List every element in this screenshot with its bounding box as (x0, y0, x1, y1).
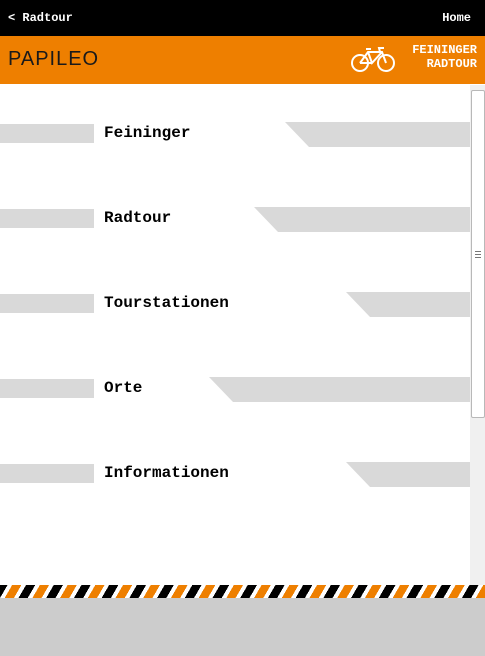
menu-bar-left (0, 464, 94, 483)
bicycle-icon (351, 47, 395, 72)
menu-bar-right (254, 207, 470, 232)
main-menu: Feininger Radtour Tourstationen Orte Inf… (0, 85, 470, 585)
menu-bar-left (0, 124, 94, 143)
menu-item-label: Informationen (104, 464, 229, 482)
tagline-line-2: RADTOUR (426, 57, 477, 71)
menu-bar-right (209, 377, 470, 402)
menu-bar-left (0, 379, 94, 398)
menu-item-informationen[interactable]: Informationen (0, 462, 470, 488)
tagline-line-1: FEININGER (412, 43, 477, 57)
vertical-scrollbar[interactable] (470, 85, 485, 585)
menu-item-label: Feininger (104, 124, 191, 142)
footer (0, 598, 485, 656)
back-link[interactable]: < Radtour (8, 11, 73, 25)
menu-item-radtour[interactable]: Radtour (0, 207, 470, 233)
brand-header: PAPILEO FEININGER RADTOUR (0, 36, 485, 84)
menu-item-label: Orte (104, 379, 143, 397)
menu-item-tourstationen[interactable]: Tourstationen (0, 292, 470, 318)
decorative-stripe (0, 585, 485, 598)
papileo-logo: PAPILEO (8, 48, 100, 70)
menu-item-feininger[interactable]: Feininger (0, 122, 470, 148)
menu-bar-right (346, 292, 470, 317)
top-navigation-bar: < Radtour Home (0, 0, 485, 36)
scrollbar-thumb[interactable] (471, 90, 485, 418)
menu-item-orte[interactable]: Orte (0, 377, 470, 403)
menu-bar-left (0, 209, 94, 228)
menu-item-label: Tourstationen (104, 294, 229, 312)
tour-tagline: FEININGER RADTOUR (412, 43, 477, 71)
menu-bar-right (285, 122, 470, 147)
menu-item-label: Radtour (104, 209, 172, 227)
menu-bar-left (0, 294, 94, 313)
grip-icon (475, 251, 481, 260)
menu-bar-right (346, 462, 470, 487)
home-link[interactable]: Home (442, 11, 471, 25)
